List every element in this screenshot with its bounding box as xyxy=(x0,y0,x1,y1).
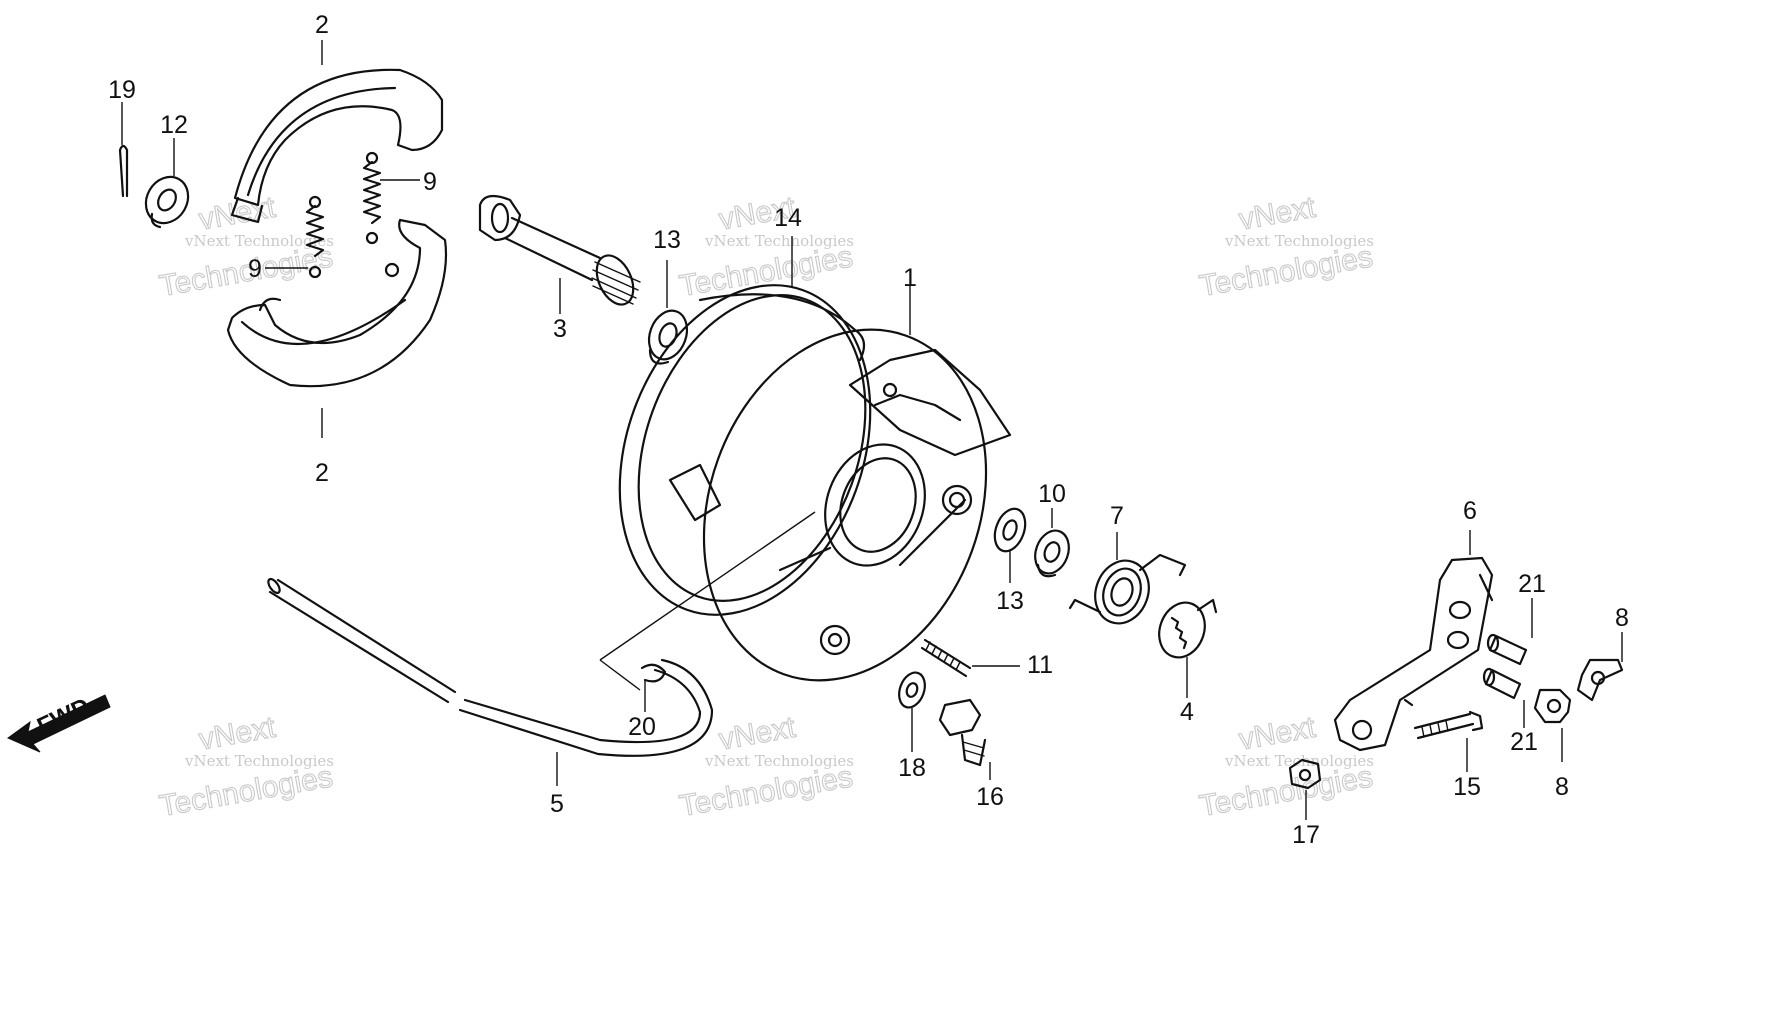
callout-5: 5 xyxy=(550,790,564,818)
arm-bolt-part xyxy=(1413,710,1484,740)
watermark-bottom-right: vNext vNext Technologies Technologies xyxy=(1196,710,1375,824)
washer-part xyxy=(144,175,190,229)
watermark-top-right: vNext vNext Technologies Technologies xyxy=(1196,190,1375,304)
spring-lower-part xyxy=(305,195,325,279)
callout-13-lower: 13 xyxy=(996,587,1024,615)
plain-washer-part xyxy=(898,671,926,709)
callout-14: 14 xyxy=(774,204,802,232)
brake-panel-part xyxy=(599,284,1012,682)
callout-7: 7 xyxy=(1110,502,1124,530)
svg-text:vNext: vNext xyxy=(1237,191,1319,237)
callout-16: 16 xyxy=(976,783,1004,811)
watermark-bottom-left: vNext vNext Technologies Technologies xyxy=(156,710,335,824)
watermark-top-left: vNext vNext Technologies Technologies xyxy=(156,190,335,304)
fwd-arrow-icon: FWD xyxy=(7,693,111,753)
flange-bolt-part xyxy=(938,698,987,767)
callout-20: 20 xyxy=(628,713,656,741)
pin-upper-part xyxy=(1486,633,1528,666)
callout-21-upper: 21 xyxy=(1518,570,1546,598)
lock-washer-part xyxy=(1158,598,1218,659)
brake-shoe-upper-part xyxy=(230,68,444,224)
callout-3: 3 xyxy=(553,315,567,343)
svg-text:FWD: FWD xyxy=(33,693,94,741)
callout-21-lower: 21 xyxy=(1510,728,1538,756)
callout-8-upper: 8 xyxy=(1615,604,1629,632)
callout-13-upper: 13 xyxy=(653,226,681,254)
svg-text:vNext: vNext xyxy=(717,711,799,757)
callout-6: 6 xyxy=(1463,497,1477,525)
svg-text:vNext Technologies: vNext Technologies xyxy=(184,752,334,770)
nut-part xyxy=(1288,758,1322,790)
svg-text:vNext Technologies: vNext Technologies xyxy=(184,232,334,250)
pin-lower-part xyxy=(1482,667,1522,700)
dust-seal-part xyxy=(1034,529,1070,578)
cotter-pin-part xyxy=(118,144,129,198)
hose-clip-part xyxy=(599,659,667,691)
callout-17: 17 xyxy=(1292,821,1320,849)
callout-9-upper: 9 xyxy=(423,168,437,196)
callout-9-lower: 9 xyxy=(248,255,262,283)
leader-lines xyxy=(121,40,1623,820)
callout-2-lower: 2 xyxy=(315,459,329,487)
callout-18: 18 xyxy=(898,754,926,782)
callout-labels: 2 19 12 9 9 3 13 14 1 2 10 7 13 6 21 8 1… xyxy=(108,11,1629,849)
wing-nut-upper-part xyxy=(1576,658,1624,702)
svg-text:vNext Technologies: vNext Technologies xyxy=(704,752,854,770)
callout-11: 11 xyxy=(1027,651,1053,679)
svg-text:vNext Technologies: vNext Technologies xyxy=(704,232,854,250)
callout-19: 19 xyxy=(108,76,136,104)
return-spring-part xyxy=(1068,553,1187,625)
callout-15: 15 xyxy=(1453,773,1481,801)
spring-upper-part xyxy=(362,151,382,245)
svg-text:vNext: vNext xyxy=(1237,711,1319,757)
watermark-bottom-center: vNext vNext Technologies Technologies xyxy=(676,710,855,824)
callout-2-upper: 2 xyxy=(315,11,329,39)
callout-10: 10 xyxy=(1038,480,1066,508)
breather-hose-part xyxy=(267,577,714,757)
callout-1: 1 xyxy=(903,264,917,292)
callout-12: 12 xyxy=(160,111,188,139)
oil-seal-lower-part xyxy=(993,507,1027,553)
brake-shoe-lower-part xyxy=(226,218,448,388)
stud-bolt-part xyxy=(920,638,972,678)
oil-seal-upper-part xyxy=(647,309,689,365)
callout-8-lower: 8 xyxy=(1555,773,1569,801)
callout-4: 4 xyxy=(1180,698,1194,726)
svg-text:vNext: vNext xyxy=(197,711,279,757)
brake-arm-part xyxy=(1333,556,1494,752)
brake-cam-part xyxy=(478,194,641,306)
svg-text:vNext Technologies: vNext Technologies xyxy=(1224,232,1374,250)
wing-nut-lower-part xyxy=(1533,688,1572,724)
